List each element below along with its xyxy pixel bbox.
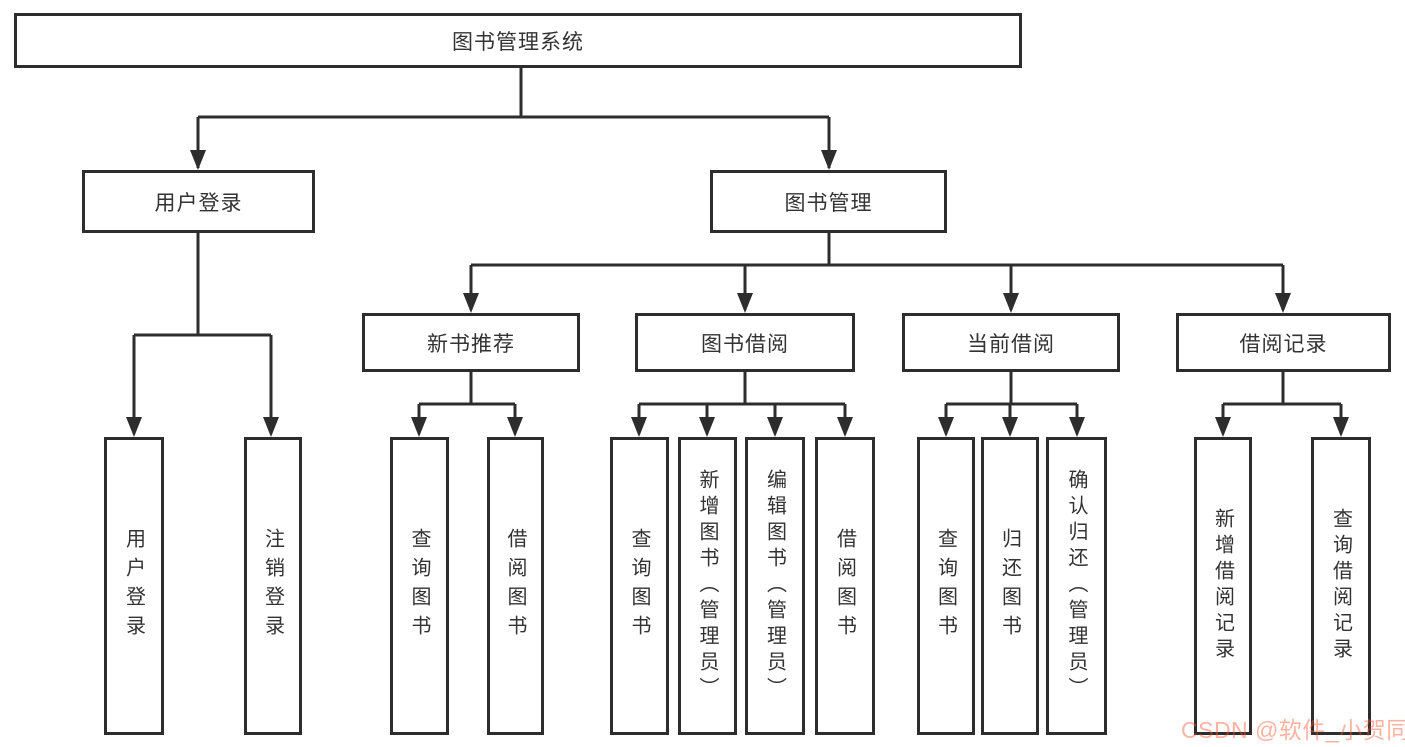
arrowhead-icon [1069,417,1085,437]
node-label: 新增图书（管理员） [696,469,718,703]
leaf-query-books-borrow: 查询图书 [610,437,669,735]
leaf-logout: 注销登录 [244,437,302,735]
leaf-borrow-books-recommend: 借阅图书 [487,437,544,735]
arrowhead-icon [938,417,954,437]
leaf-borrow-books: 借阅图书 [815,437,875,735]
node-label: 查询图书 [408,528,430,644]
arrowhead-icon [126,417,142,437]
node-user-login-branch: 用户登录 [82,170,315,233]
arrowhead-icon [463,293,479,313]
connector-newbook-branch [417,372,517,434]
node-label: 查询借阅记录 [1329,508,1352,664]
arrowhead-icon [1003,293,1019,313]
connector-records-branch [1221,372,1343,434]
connector-user-branch [132,233,273,434]
arrowheads [126,150,1349,437]
leaf-query-books-recommend: 查询图书 [390,437,449,735]
node-label: 确认归还（管理员） [1065,469,1087,703]
node-book-borrow: 图书借阅 [635,313,855,372]
leaf-add-books-admin: 新增图书（管理员） [678,437,737,735]
node-new-book-recommend: 新书推荐 [362,313,580,372]
node-label: 借阅图书 [504,528,526,644]
node-label: 新增借阅记录 [1211,508,1234,664]
node-label: 当前借阅 [967,332,1055,356]
leaf-query-borrow-record: 查询借阅记录 [1311,437,1371,735]
csdn-watermark: CSDN @软件_小贺同学 [1181,717,1405,743]
arrowhead-icon [1215,417,1231,437]
node-book-management: 图书管理 [710,170,947,233]
arrowhead-icon [699,417,715,437]
arrowhead-icon [837,417,853,437]
leaf-query-books-current: 查询图书 [917,437,975,735]
leaf-confirm-return-admin: 确认归还（管理员） [1046,437,1107,735]
connector-borrow-branch [637,372,847,434]
node-label: 编辑图书（管理员） [763,469,786,703]
leaf-user-login: 用户登录 [104,437,164,735]
arrowhead-icon [411,417,427,437]
arrowhead-icon [631,417,647,437]
arrowhead-icon [821,150,837,170]
connector-book-to-level3 [469,233,1285,310]
node-label: 查询图书 [628,528,650,644]
connector-root-to-level2 [196,68,831,168]
node-label: 归还图书 [998,528,1021,644]
node-label: 图书借阅 [701,332,789,356]
leaf-add-borrow-record: 新增借阅记录 [1194,437,1252,735]
node-label: 新书推荐 [427,332,515,356]
node-label: 图书管理 [784,191,873,215]
arrowhead-icon [737,293,753,313]
node-label: 用户登录 [154,191,243,215]
node-label: 借阅记录 [1239,332,1328,356]
arrowhead-icon [1275,293,1291,313]
node-label: 借阅图书 [833,528,856,644]
leaf-return-books: 归还图书 [981,437,1039,735]
node-label: 查询图书 [934,528,957,644]
node-label: 用户登录 [122,528,145,644]
arrowhead-icon [507,417,523,437]
node-library-management-system: 图书管理系统 [14,13,1022,68]
arrowhead-icon [767,417,783,437]
arrowhead-icon [1002,417,1018,437]
arrowhead-icon [190,150,206,170]
node-current-borrow: 当前借阅 [902,313,1120,372]
arrowhead-icon [263,417,279,437]
leaf-edit-books-admin: 编辑图书（管理员） [745,437,805,735]
arrowhead-icon [1333,417,1349,437]
node-label: 图书管理系统 [452,30,584,54]
node-borrow-records: 借阅记录 [1176,313,1391,372]
node-label: 注销登录 [261,528,284,644]
